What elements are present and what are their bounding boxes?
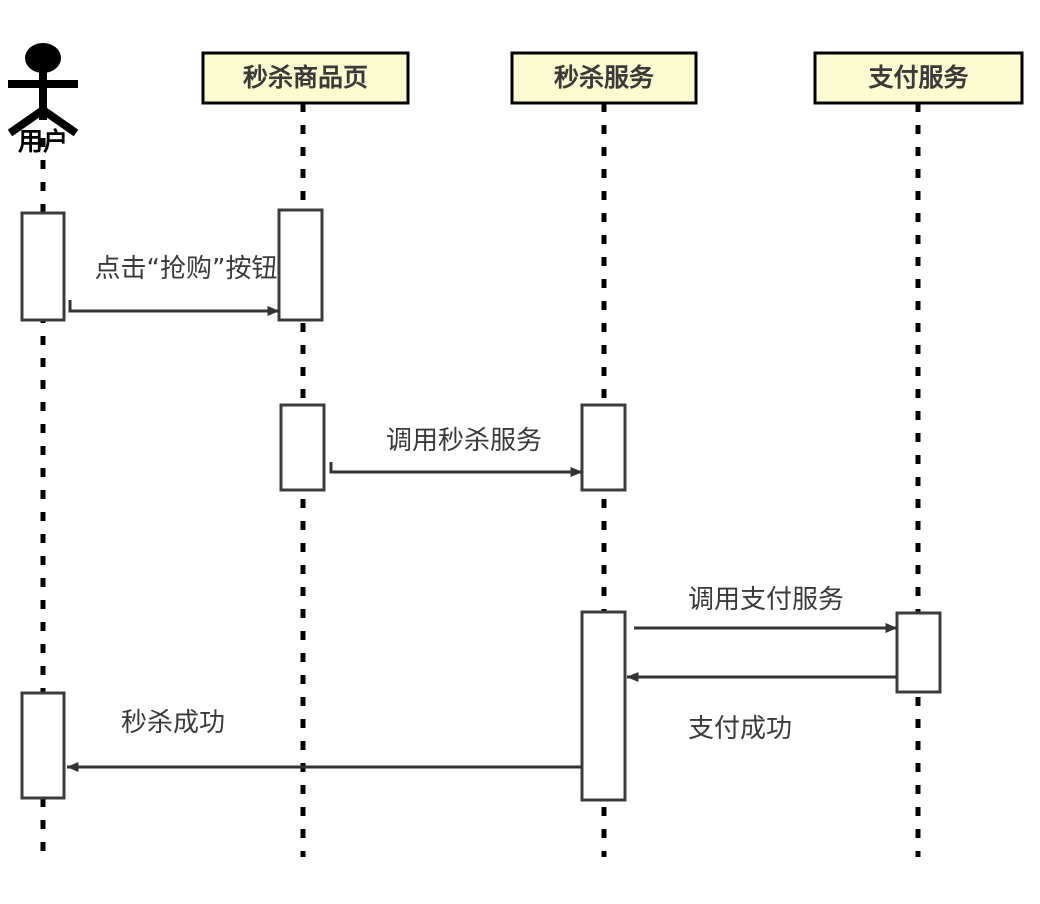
participant-box-payment-service[interactable]: [813, 51, 1024, 105]
activation-bar-seckill-service: [580, 403, 627, 492]
participant-label-seckill-service: 秒杀服务: [554, 63, 654, 92]
message-arrow-msg-1: [68, 300, 280, 316]
message-label-msg-5: 秒杀成功: [121, 708, 225, 738]
activation-bar-payment-service: [895, 611, 942, 694]
message-label-msg-3: 调用支付服务: [688, 585, 844, 615]
participant-label-user: 用户: [18, 127, 68, 156]
message-msg-5[interactable]: 秒杀成功: [66, 708, 582, 772]
message-msg-4[interactable]: 支付成功: [626, 672, 897, 744]
activation-bar-seckill-service: [580, 610, 627, 802]
participant-header-seckill-service[interactable]: 秒杀服务: [510, 51, 698, 105]
message-arrow-msg-2: [329, 462, 583, 477]
activation-bar-product-page: [277, 208, 324, 322]
message-msg-3[interactable]: 调用支付服务: [634, 585, 898, 633]
message-msg-1[interactable]: 点击“抢购”按钮: [68, 254, 280, 316]
activation-bar-user: [20, 211, 66, 322]
participant-box-seckill-service[interactable]: [510, 51, 698, 105]
activation-bar-product-page: [279, 403, 326, 492]
activation-bar-user: [20, 691, 66, 800]
participant-header-user[interactable]: 用户: [7, 43, 79, 156]
message-msg-2[interactable]: 调用秒杀服务: [329, 426, 583, 477]
participant-label-payment-service: 支付服务: [868, 63, 968, 92]
message-label-msg-1: 点击“抢购”按钮: [95, 254, 278, 284]
activation-bars-layer: [20, 208, 942, 802]
actor-figure-icon: [7, 43, 79, 137]
message-label-msg-4: 支付成功: [688, 714, 792, 744]
participant-box-product-page[interactable]: [201, 51, 410, 105]
participant-header-product-page[interactable]: 秒杀商品页: [201, 51, 410, 105]
participant-headers-layer: 用户 秒杀商品页 秒杀服务 支付服务: [7, 43, 1024, 156]
participant-header-payment-service[interactable]: 支付服务: [813, 51, 1024, 105]
message-label-msg-2: 调用秒杀服务: [386, 426, 542, 456]
participant-label-product-page: 秒杀商品页: [243, 63, 368, 92]
